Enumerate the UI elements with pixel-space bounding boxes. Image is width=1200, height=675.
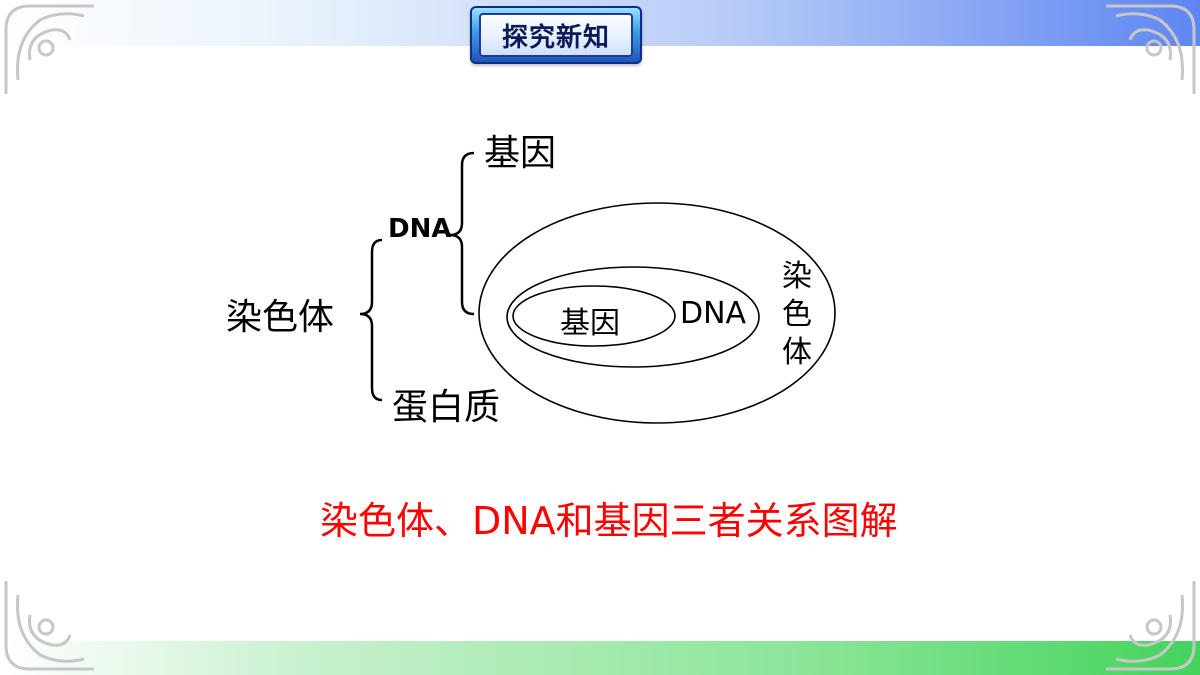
diagram-caption: 染色体、DNA和基因三者关系图解 <box>320 499 898 543</box>
tree-root-chromosome: 染色体 <box>226 297 335 338</box>
gene-ellipse <box>512 285 676 347</box>
section-title-inner: 探究新知 <box>479 13 633 57</box>
corner-ornament-bottom-right <box>1106 581 1196 671</box>
bottom-gradient-band <box>0 641 1200 675</box>
ellipse-label-dna: DNA <box>680 296 747 331</box>
chromosome-ellipse <box>478 202 836 424</box>
corner-ornament-bottom-left <box>4 581 94 671</box>
section-title-badge: 探究新知 <box>470 6 642 64</box>
tree-branch-gene: 基因 <box>484 133 557 174</box>
dna-brace <box>449 151 475 316</box>
ellipse-label-chromosome: 染色体 <box>782 259 812 370</box>
tree-branch-protein: 蛋白质 <box>392 387 501 428</box>
corner-ornament-top-left <box>4 4 94 94</box>
ellipse-label-gene: 基因 <box>560 306 620 341</box>
section-title: 探究新知 <box>501 22 610 53</box>
tree-branch-dna: DNA <box>388 214 452 244</box>
corner-ornament-top-right <box>1106 4 1196 94</box>
root-brace <box>359 238 383 402</box>
dna-ellipse <box>506 266 760 368</box>
